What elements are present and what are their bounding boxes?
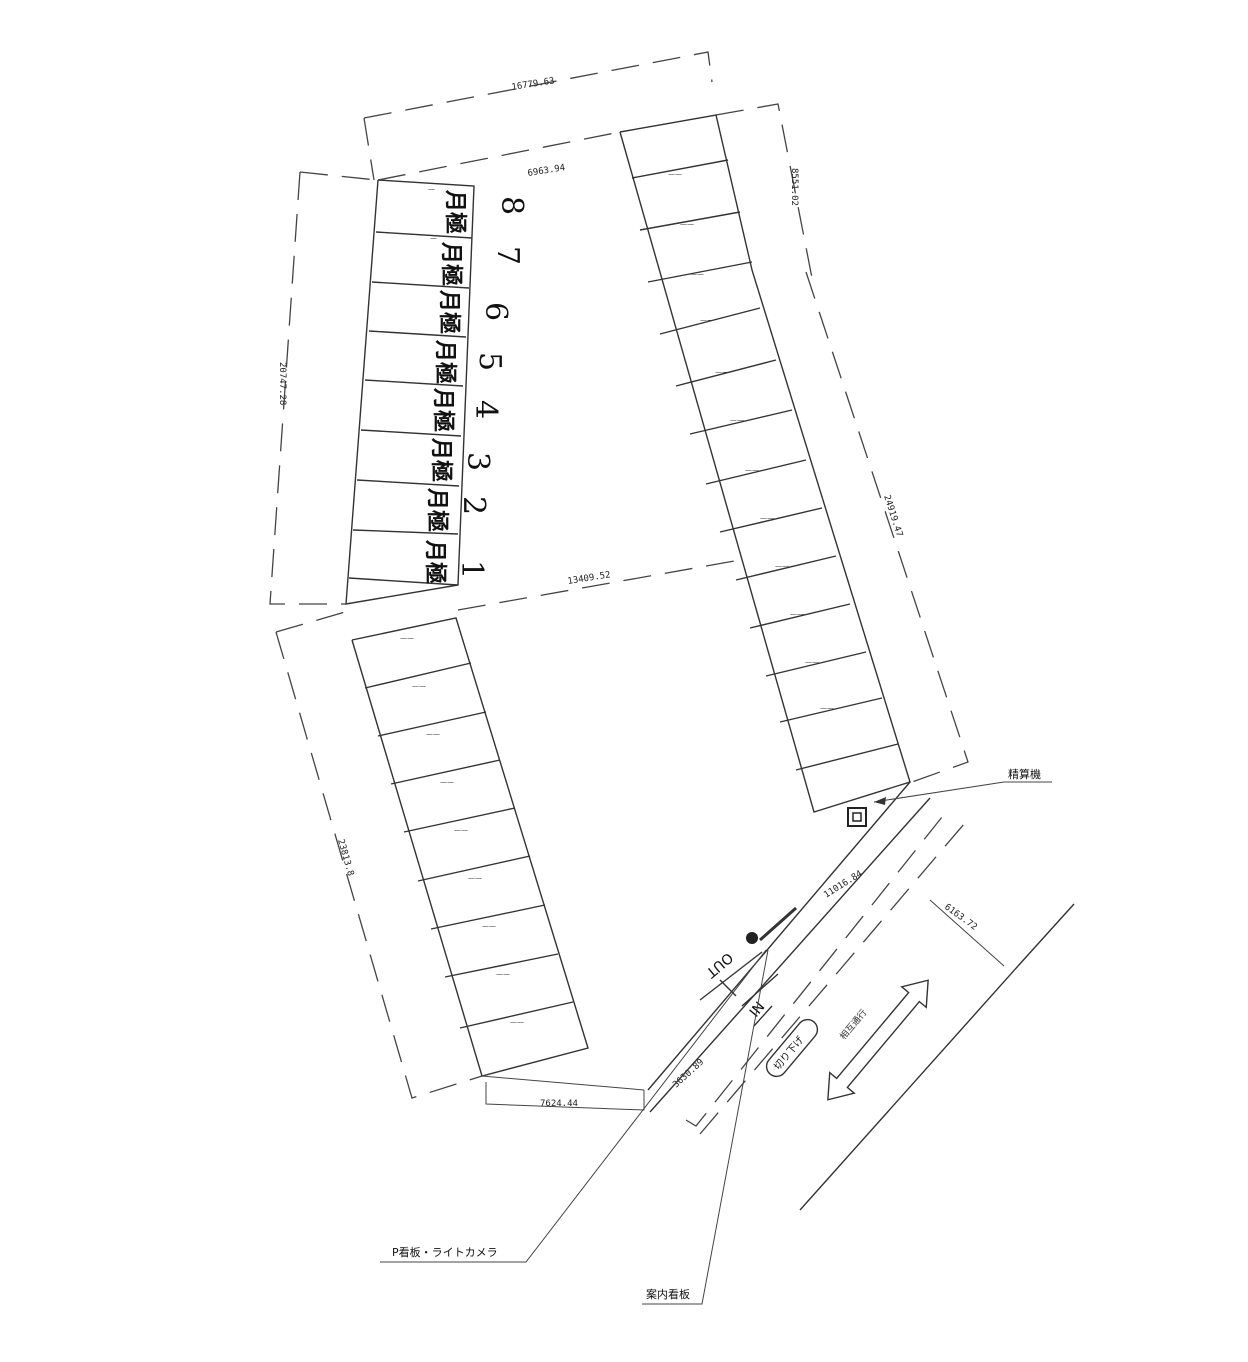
reserved-label-3: 月極 [428,437,454,482]
p-sign-camera-label: P看板・ライトカメラ [392,1245,498,1259]
dim-left-lower: 23813.8 [335,838,355,877]
dimension-labels: 16779.63 6963.94 8551.02 24919.47 20747.… [277,76,979,1109]
guide-sign-callout: 案内看板 [642,949,769,1305]
svg-text:——: —— [496,970,510,978]
stall-number-6: 6 [478,302,513,321]
reserved-label-4: 月極 [430,387,456,432]
stall-annotations: —— ———— ———— ———— ———— ———— ———— ———— ——… [400,170,834,1026]
reserved-label-7: 月極 [438,241,464,286]
svg-text:——: —— [454,826,468,834]
dim-road-far: 6163.72 [942,902,979,932]
svg-text:——: —— [820,704,834,712]
svg-text:—: — [428,185,435,193]
dim-top-inner: 6963.94 [527,163,566,179]
svg-text:——: —— [700,316,714,324]
reserved-label-1: 月極 [422,539,448,584]
entrance-markings: OUT IN [699,906,797,1027]
payment-machine: 精算機 [847,767,1052,827]
svg-text:——: —— [790,610,804,618]
svg-text:——: —— [805,658,819,666]
svg-text:——: —— [690,270,704,278]
stall-number-4: 4 [468,400,503,419]
dimension-lines [269,51,969,1111]
dim-right-top: 8551.02 [789,168,799,206]
svg-text:——: —— [426,730,440,738]
upper-left-parking-block [345,179,475,605]
svg-text:——: —— [680,220,694,228]
svg-text:——: —— [400,634,414,642]
svg-text:—: — [430,234,437,242]
svg-text:——: —— [760,514,774,522]
dim-entrance: 3630.89 [671,1057,706,1090]
dim-left-upper: 20747.28 [277,362,287,405]
dim-right-long: 24919.47 [881,494,904,538]
stall-number-1: 1 [454,560,489,579]
svg-text:——: —— [482,922,496,930]
right-parking-block [619,114,911,813]
reserved-label-8: 月極 [442,189,468,234]
camera-icon [746,932,758,944]
svg-text:——: —— [730,416,744,424]
svg-text:——: —— [412,682,426,690]
reserved-label-5: 月極 [432,339,458,384]
lower-left-parking-block [351,617,589,1077]
two-way-traffic-arrow: 相互通行 [827,979,929,1101]
reserved-stall-labels: 月極 月極 月極 月極 月極 月極 月極 月極 [422,189,468,584]
svg-text:——: —— [775,562,789,570]
handwritten-stall-numbers: 1 2 3 4 5 6 7 8 [454,196,529,579]
dim-top-width: 16779.63 [511,76,555,93]
svg-text:——: —— [668,170,682,178]
two-way-label: 相互通行 [837,1007,869,1042]
stall-number-8: 8 [494,196,529,215]
svg-text:——: —— [745,466,759,474]
svg-text:——: —— [715,368,729,376]
reserved-label-6: 月極 [436,289,462,334]
svg-text:——: —— [440,778,454,786]
stall-number-7: 7 [490,246,525,265]
payment-machine-label: 精算機 [1008,767,1041,781]
p-sign-camera-callout: P看板・ライトカメラ [380,949,767,1263]
stall-number-5: 5 [472,352,507,371]
stall-number-2: 2 [456,496,491,515]
dim-bottom: 7624.44 [540,1099,578,1109]
svg-text:——: —— [510,1018,524,1026]
stall-number-3: 3 [460,452,495,471]
svg-text:——: —— [468,874,482,882]
entrance-road [647,781,1075,1211]
in-label: IN [747,999,769,1020]
guide-sign-label: 案内看板 [646,1287,690,1301]
reserved-label-2: 月極 [424,487,450,532]
